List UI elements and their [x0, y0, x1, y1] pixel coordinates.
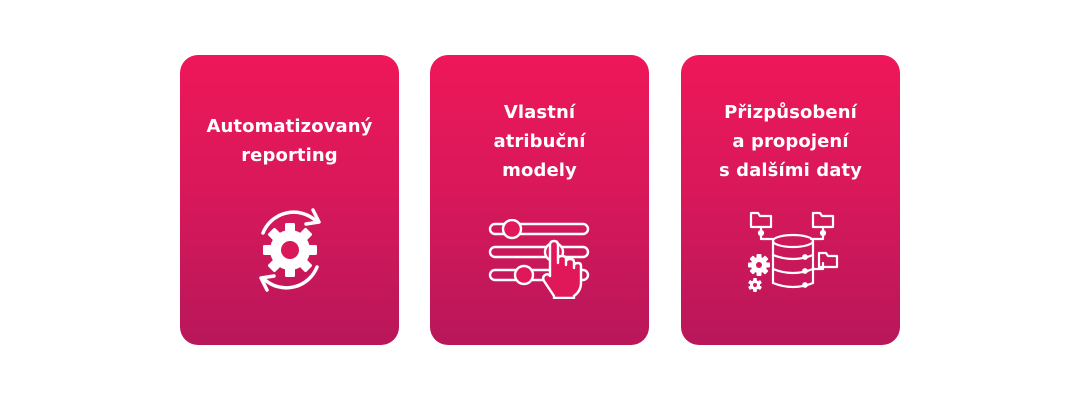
card-title: Vlastní atribuční modely [430, 98, 649, 185]
card-title-line: modely [502, 160, 577, 181]
card-title-line: a propojení [732, 131, 849, 152]
gear-refresh-icon [258, 208, 321, 292]
card-custom-attribution-models: Vlastní atribuční modely [430, 55, 649, 345]
card-title-line: Vlastní [503, 102, 576, 123]
card-title: Automatizovaný reporting [180, 112, 399, 170]
card-title: Přizpůsobení a propojení s dalšími daty [681, 98, 900, 185]
card-title-line: reporting [241, 145, 338, 166]
card-custom-data-connections: Přizpůsobení a propojení s dalšími daty [681, 55, 900, 345]
card-automated-reporting: Automatizovaný reporting [180, 55, 399, 345]
card-title-line: s dalšími daty [718, 160, 863, 181]
slider-hand-icon [488, 219, 589, 299]
card-title-line: Přizpůsobení [724, 102, 857, 123]
card-title-line: atribuční [493, 131, 586, 152]
card-title-line: Automatizovaný [206, 116, 373, 137]
database-folders-icon [747, 211, 838, 292]
